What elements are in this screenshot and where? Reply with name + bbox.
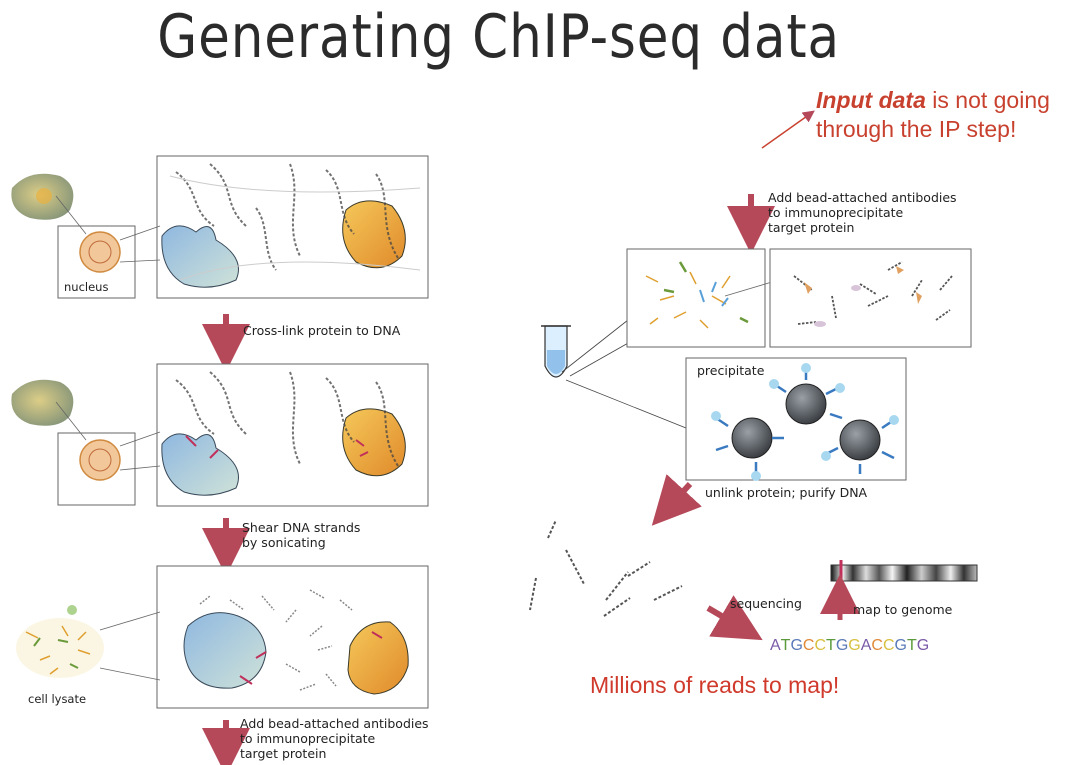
fragments-box [769,248,972,348]
sequence-letter: G [835,637,849,654]
add-antibodies-top-label: Add bead-attached antibodies to immunopr… [768,190,957,235]
note-line2: through the IP step! [816,116,1017,142]
sequence-letter: C [871,637,883,654]
nucleus-label: nucleus [64,280,108,294]
unlink-label: unlink protein; purify DNA [705,485,868,500]
purified-dna [529,519,683,617]
panel-crosslinked [11,363,429,507]
orange-protein [342,200,406,269]
panel-cell-nucleus [11,155,429,299]
sequence-letter: T [906,637,917,654]
sequence-letter: G [790,637,803,654]
blue-protein [161,225,239,288]
sequence-letter: C [814,637,827,654]
page-title: Generating ChIP-seq data [157,2,840,72]
panel-lysate [16,565,429,709]
bead-1 [711,411,784,481]
note-arrow [761,110,815,149]
millions-reads-text: Millions of reads to map! [590,672,840,698]
bead-2 [769,363,845,425]
arrow-sequencing [706,595,763,641]
sequence-read: ATGCCTGGACCGTG [770,637,929,655]
shear-label: Shear DNA strands by sonicating [242,520,361,550]
sequence-letter: C [882,637,895,654]
tube-icon [541,319,687,429]
input-data-note: Input data is not going through the IP s… [816,86,1050,144]
lysate-box [626,248,766,348]
sequence-letter: A [770,637,781,654]
add-antibodies-bottom-label: Add bead-attached antibodies to immunopr… [240,716,429,761]
genome-bar [830,564,978,582]
sequence-letter: G [848,637,861,654]
map-to-genome-label: map to genome [853,602,953,617]
crosslink-label: Cross-link protein to DNA [243,323,401,338]
sequence-letter: T [780,637,791,654]
arrow-unlink [651,474,702,526]
lysate-icon [16,618,104,678]
cell-lysate-label: cell lysate [28,692,86,706]
bead-3 [821,415,899,474]
precipitate-label: precipitate [697,363,765,378]
sequence-letter: G [894,637,907,654]
note-emphasis: Input data [816,87,926,113]
note-rest: is not going [925,87,1050,113]
sequence-letter: A [860,637,872,654]
sequence-letter: T [826,637,836,654]
sequence-letter: G [916,637,930,654]
sequencing-label: sequencing [730,596,802,611]
sequence-letter: C [802,637,815,654]
